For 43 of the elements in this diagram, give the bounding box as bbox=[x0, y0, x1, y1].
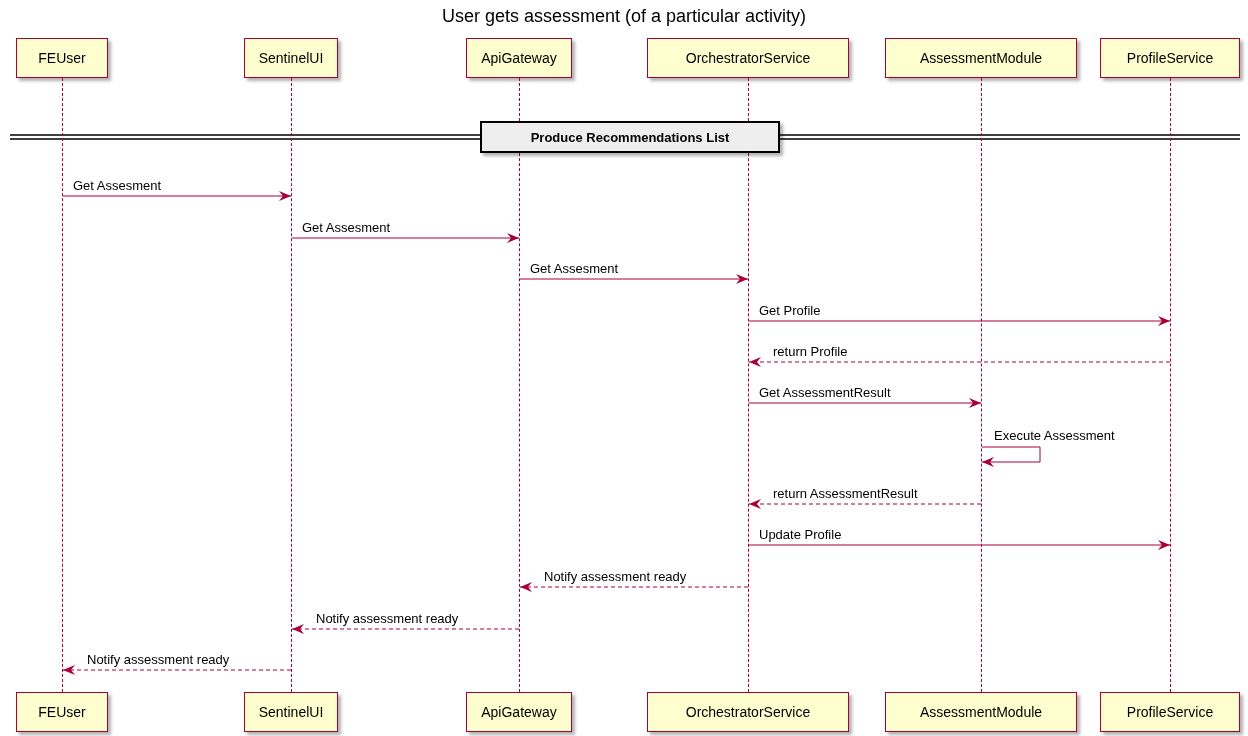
lifeline bbox=[291, 78, 292, 692]
message-arrow bbox=[748, 499, 982, 509]
participant-box: AssessmentModule bbox=[885, 692, 1077, 732]
edge-label: Notify assessment ready bbox=[87, 652, 230, 667]
diagram-title: User gets assessment (of a particular activity) bbox=[441, 6, 807, 27]
participant-box: ApiGateway bbox=[466, 692, 572, 732]
message-arrow bbox=[62, 665, 292, 675]
edge-label: Notify assessment ready bbox=[316, 611, 459, 626]
participant-box: ProfileService bbox=[1100, 692, 1240, 732]
message-arrow bbox=[748, 357, 1171, 367]
message-arrow bbox=[748, 398, 982, 408]
edge-label: Get AssessmentResult bbox=[759, 385, 891, 400]
edge-label: Get Profile bbox=[759, 303, 821, 318]
message-arrow bbox=[519, 274, 749, 284]
participant-box: SentinelUI bbox=[244, 38, 338, 78]
edge-label: Get Assesment bbox=[73, 178, 162, 193]
edge-label: Execute Assessment bbox=[994, 428, 1115, 443]
participant-box: FEUser bbox=[16, 692, 108, 732]
participant-box: ProfileService bbox=[1100, 38, 1240, 78]
edge-label: Update Profile bbox=[759, 527, 842, 542]
lifeline bbox=[519, 78, 520, 692]
lifeline bbox=[981, 78, 982, 692]
message-arrow bbox=[519, 582, 749, 592]
message-arrow bbox=[748, 540, 1171, 550]
edge-label: return Profile bbox=[773, 344, 848, 359]
lifeline bbox=[62, 78, 63, 692]
edge-label: Notify assessment ready bbox=[544, 569, 687, 584]
participant-box: OrchestratorService bbox=[647, 692, 849, 732]
message-arrow bbox=[62, 191, 292, 201]
participant-box: AssessmentModule bbox=[885, 38, 1077, 78]
participant-box: FEUser bbox=[16, 38, 108, 78]
edge-label: Get Assesment bbox=[302, 220, 391, 235]
lifeline bbox=[748, 78, 749, 692]
participant-box: ApiGateway bbox=[466, 38, 572, 78]
edge-label: return AssessmentResult bbox=[773, 486, 918, 501]
edge-label: Get Assesment bbox=[530, 261, 619, 276]
message-arrow bbox=[748, 316, 1171, 326]
message-arrow bbox=[981, 446, 1041, 467]
lifeline bbox=[1170, 78, 1171, 692]
message-arrow bbox=[291, 233, 520, 243]
participant-box: OrchestratorService bbox=[647, 38, 849, 78]
message-arrow bbox=[291, 624, 520, 634]
participant-box: SentinelUI bbox=[244, 692, 338, 732]
